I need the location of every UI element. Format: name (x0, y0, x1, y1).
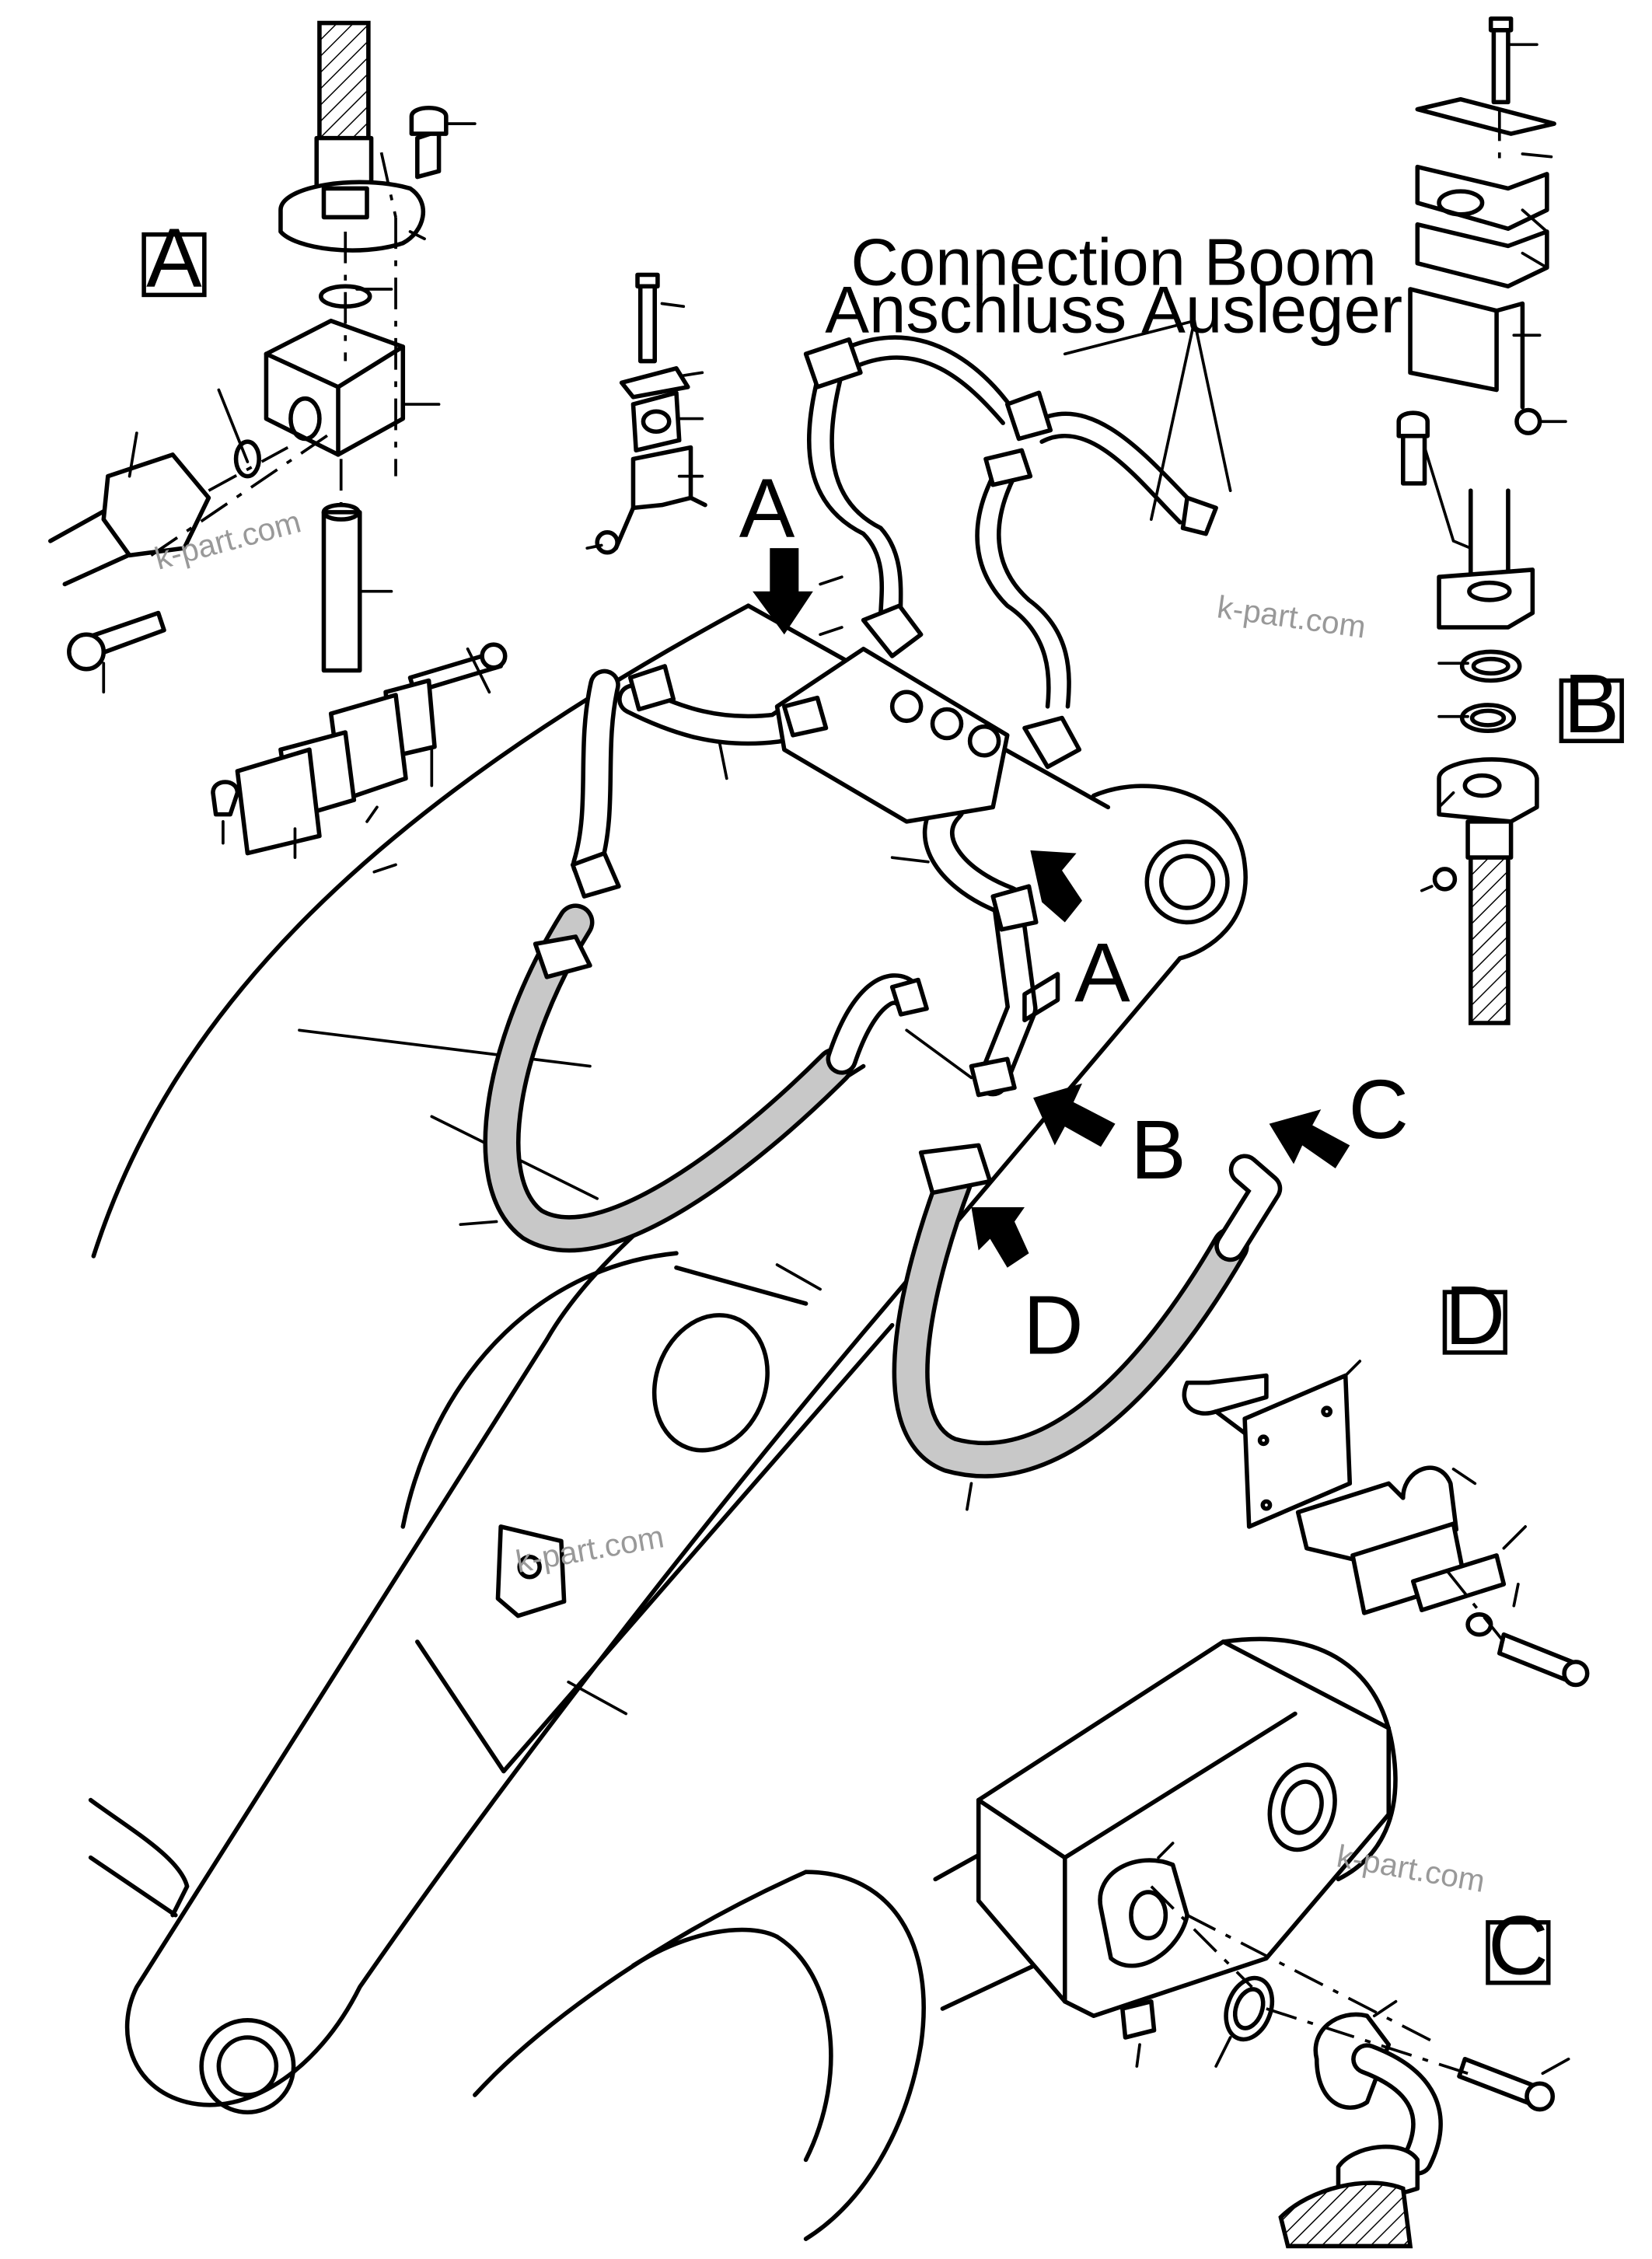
arrow-c (1269, 1109, 1350, 1168)
detail-b-assembly (1396, 16, 1567, 1025)
detail-a-assembly (48, 20, 508, 860)
caption-line-1: Connection Boom (850, 225, 1377, 299)
arrow-label-d: D (1023, 1279, 1084, 1372)
detail-b-label: B (1563, 657, 1619, 750)
pointer-arrows (753, 548, 1350, 1268)
caption-line-2: Anschluss Ausleger (825, 274, 1402, 347)
hose-assembly (459, 319, 1283, 1716)
arrow-d (971, 1206, 1029, 1268)
arrow-label-a-top: A (739, 461, 795, 554)
arrow-b (1033, 1083, 1116, 1147)
detail-a-box (141, 232, 207, 298)
detail-d-label: D (1445, 1269, 1506, 1362)
hydraulic-cylinder (473, 1636, 1398, 2241)
detail-c-label: C (1488, 1899, 1549, 1992)
detail-a-label: A (146, 211, 202, 304)
detail-d-box (1442, 1290, 1507, 1355)
watermark-3: k-part.com (513, 1518, 666, 1580)
arrow-label-b: B (1130, 1103, 1186, 1196)
detail-d-assembly (1182, 1360, 1590, 1688)
watermark-2: k-part.com (1215, 588, 1368, 644)
arrow-a-mid (1030, 850, 1082, 923)
detail-c-box (1486, 1920, 1551, 1985)
labels: A B D C Connection Boom Anschluss Ausleg… (141, 211, 1624, 1992)
small-bracket-assembly (585, 272, 707, 555)
watermark-4: k-part.com (1334, 1838, 1487, 1899)
detail-b-box (1559, 678, 1624, 743)
arrow-a-top (753, 548, 813, 635)
detail-c-assembly (1098, 1842, 1570, 2249)
arrow-label-c: C (1349, 1063, 1409, 1156)
arrow-label-a-mid: A (1074, 926, 1130, 1019)
